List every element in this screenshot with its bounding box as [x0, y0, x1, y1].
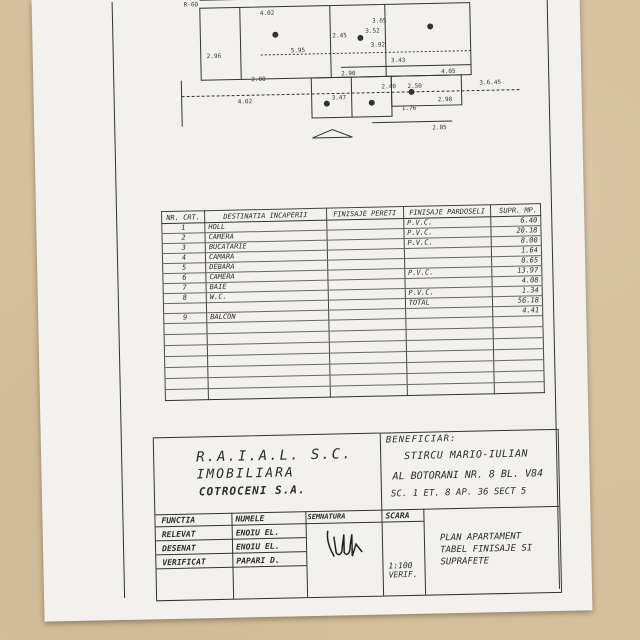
plan-label: 3.6.45	[479, 79, 501, 86]
floor-plan-drawing: R-60 4.02 2.96 2.45 5.95 3.52 3.65 3.43 …	[180, 0, 522, 139]
name-desenat: ENOIU EL.	[235, 541, 280, 552]
drawing-title: PLAN APARTAMENT TABEL FINISAJE SI SUPRAF…	[440, 530, 533, 568]
beneficiar-label: BENEFICIAR:	[385, 434, 457, 446]
plan-label: 2.05	[432, 124, 447, 131]
beneficiar-name: STIRCU MARIO-IULIAN	[404, 448, 529, 463]
scale-value: 1:100 VERIF.	[388, 561, 417, 580]
header-nr: NR. CRT.	[161, 210, 205, 224]
plan-label: R-60	[184, 1, 199, 8]
handwritten-signature	[322, 522, 371, 567]
header-suprafata: SUPR. MP.	[490, 203, 541, 217]
grid-divider	[423, 508, 427, 595]
plan-label: 2.98	[438, 96, 453, 103]
plan-label: 3.47	[332, 94, 347, 101]
floor-plan: R-60 4.02 2.96 2.45 5.95 3.52 3.65 3.43 …	[140, 0, 553, 148]
plan-label: 1.76	[402, 105, 417, 112]
cell-suprafata: 1.34	[492, 285, 543, 297]
grid-row-line	[155, 520, 424, 528]
plan-label: 2.45	[332, 32, 347, 39]
role-verificat: VERIFICAT	[162, 557, 206, 568]
cell-total-value: 56.18	[492, 295, 543, 307]
name-verificat: PAPARI D.	[236, 555, 280, 566]
document-sheet: R-60 4.02 2.96 2.45 5.95 3.52 3.65 3.43 …	[31, 0, 593, 622]
drawing-title-line2: TABEL FINISAJE SI	[440, 543, 533, 556]
plan-label: 3.92	[370, 41, 385, 48]
organization-box: R.A.I.A.L. S.C. IMOBILIARA COTROCENI S.A…	[153, 433, 383, 515]
plan-label: 2.90	[341, 70, 356, 77]
plan-label: 4.02	[260, 10, 275, 17]
signature-grid: FUNCTIA NUMELE SEMNATURA SCARA RELEVAT D…	[155, 506, 561, 600]
scale-verif: VERIF.	[388, 569, 418, 580]
col-semnatura: SEMNATURA	[307, 512, 346, 522]
plan-label: 3.65	[372, 17, 387, 24]
plan-label: 4.02	[238, 98, 253, 105]
title-block: R.A.I.A.L. S.C. IMOBILIARA COTROCENI S.A…	[152, 428, 563, 602]
cell-suprafata: 0.65	[491, 255, 542, 267]
name-relevat: ENOIU EL.	[235, 527, 280, 538]
col-functia: FUNCTIA	[161, 515, 196, 526]
org-name-line1: R.A.I.A.L. S.C.	[195, 446, 353, 466]
org-name-line3: COTROCENI S.A.	[198, 483, 306, 499]
signature-graphic	[326, 530, 363, 557]
rooms-finishes-table: NR. CRT. DESTINATIA INCAPERII FINISAJE P…	[161, 203, 545, 401]
cell-suprafata: 20.18	[491, 225, 542, 237]
plan-label: 3.52	[365, 28, 380, 35]
cell-suprafata: 4.41	[492, 305, 543, 317]
role-relevat: RELEVAT	[161, 529, 196, 540]
plan-label: 3.43	[391, 57, 406, 64]
plan-label: 2.96	[207, 53, 222, 60]
plan-label: 2.50	[407, 83, 422, 90]
drawing-title-line3: SUPRAFETE	[440, 556, 490, 568]
cell-suprafata: 6.40	[491, 215, 541, 227]
role-desenat: DESENAT	[161, 543, 196, 554]
cell-suprafata: 4.08	[492, 275, 543, 287]
title-block-header: R.A.I.A.L. S.C. IMOBILIARA COTROCENI S.A…	[153, 429, 560, 516]
cell-suprafata: 1.64	[491, 245, 542, 257]
col-scara: SCARA	[385, 511, 410, 521]
cell-suprafata: 13.97	[492, 265, 542, 277]
plan-label: 4.05	[441, 68, 456, 75]
plan-label: 2.00	[251, 76, 266, 83]
cell-suprafata: 8.00	[491, 235, 542, 247]
plan-label: 5.95	[291, 47, 306, 54]
col-numele: NUMELE	[235, 514, 265, 524]
beneficiar-address-line2: SC. 1 ET. 8 AP. 36 SECT 5	[390, 486, 527, 500]
plan-label: 2.40	[381, 83, 396, 90]
org-name-line2: IMOBILIARA	[196, 465, 295, 483]
beneficiar-address-line1: AL BOTORANI NR. 8 BL. V84	[392, 468, 544, 483]
